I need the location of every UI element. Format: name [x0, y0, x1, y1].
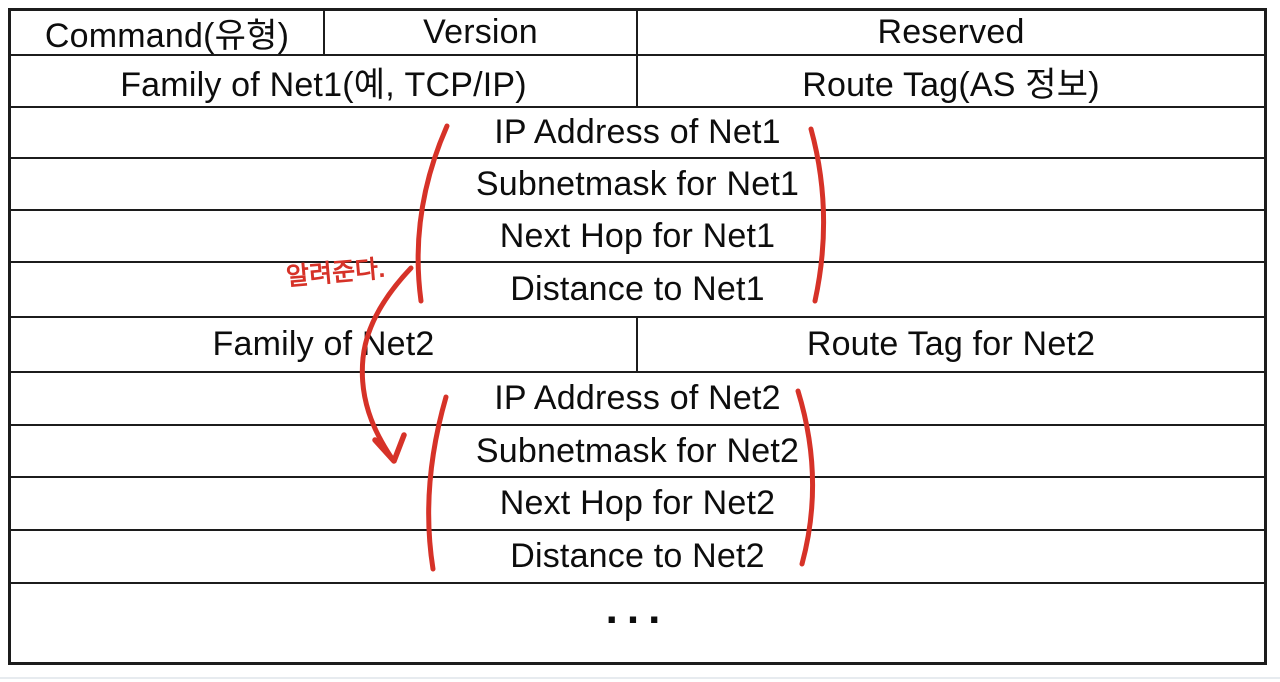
screen-bottom-divider	[0, 677, 1280, 679]
table-row: Subnetmask for Net2	[11, 426, 1264, 478]
table-row: Family of Net2 Route Tag for Net2	[11, 318, 1264, 373]
cell-ip-address-net2: IP Address of Net2	[11, 373, 1264, 424]
cell-ip-address-net1: IP Address of Net1	[11, 108, 1264, 157]
table-row: Distance to Net1	[11, 263, 1264, 318]
table-row: Subnetmask for Net1	[11, 159, 1264, 211]
cell-family-net2: Family of Net2	[11, 318, 638, 371]
cell-subnetmask-net1: Subnetmask for Net1	[11, 159, 1264, 209]
cell-subnetmask-net2-label: Subnetmask for Net2	[475, 431, 800, 470]
cell-next-hop-net2: Next Hop for Net2	[11, 478, 1264, 529]
cell-family-net1-label: Family of Net1(예, TCP/IP)	[120, 65, 527, 104]
cell-distance-net2: Distance to Net2	[11, 531, 1264, 582]
cell-distance-net2-label: Distance to Net2	[510, 537, 765, 575]
cell-subnetmask-net2: Subnetmask for Net2	[11, 426, 1264, 476]
cell-route-tag-net2-label: Route Tag for Net2	[806, 325, 1096, 363]
cell-route-tag-net2: Route Tag for Net2	[638, 318, 1264, 371]
cell-route-tag-net1-label: Route Tag(AS 정보)	[802, 65, 1100, 104]
table-row: Distance to Net2	[11, 531, 1264, 584]
cell-reserved: Reserved	[638, 11, 1264, 54]
cell-next-hop-net1-label: Next Hop for Net1	[499, 216, 776, 255]
cell-ellipsis-label: ...	[605, 584, 670, 633]
table-row: Next Hop for Net2	[11, 478, 1264, 531]
table-row: IP Address of Net2	[11, 373, 1264, 426]
cell-next-hop-net1: Next Hop for Net1	[11, 211, 1264, 261]
cell-ip-address-net1-label: IP Address of Net1	[494, 113, 781, 151]
cell-reserved-label: Reserved	[877, 13, 1025, 51]
cell-next-hop-net2-label: Next Hop for Net2	[499, 484, 776, 522]
cell-version: Version	[325, 11, 638, 54]
table-row: Command(유형) Version Reserved	[11, 11, 1264, 56]
table-row: Family of Net1(예, TCP/IP) Route Tag(AS 정…	[11, 56, 1264, 108]
cell-ellipsis: ...	[11, 584, 1264, 662]
cell-route-tag-net1: Route Tag(AS 정보)	[638, 56, 1264, 106]
table-row: IP Address of Net1	[11, 108, 1264, 159]
cell-family-net2-label: Family of Net2	[212, 325, 435, 363]
cell-command: Command(유형)	[11, 11, 325, 54]
cell-version-label: Version	[423, 13, 538, 51]
cell-distance-net1-label: Distance to Net1	[510, 270, 765, 308]
cell-command-label: Command(유형)	[44, 17, 290, 54]
cell-family-net1: Family of Net1(예, TCP/IP)	[11, 56, 638, 106]
rip-message-format-table: Command(유형) Version Reserved Family of N…	[8, 8, 1267, 665]
cell-ip-address-net2-label: IP Address of Net2	[494, 379, 781, 417]
cell-distance-net1: Distance to Net1	[11, 263, 1264, 316]
table-row: ...	[11, 584, 1264, 662]
cell-subnetmask-net1-label: Subnetmask for Net1	[475, 164, 800, 203]
table-row: Next Hop for Net1	[11, 211, 1264, 263]
